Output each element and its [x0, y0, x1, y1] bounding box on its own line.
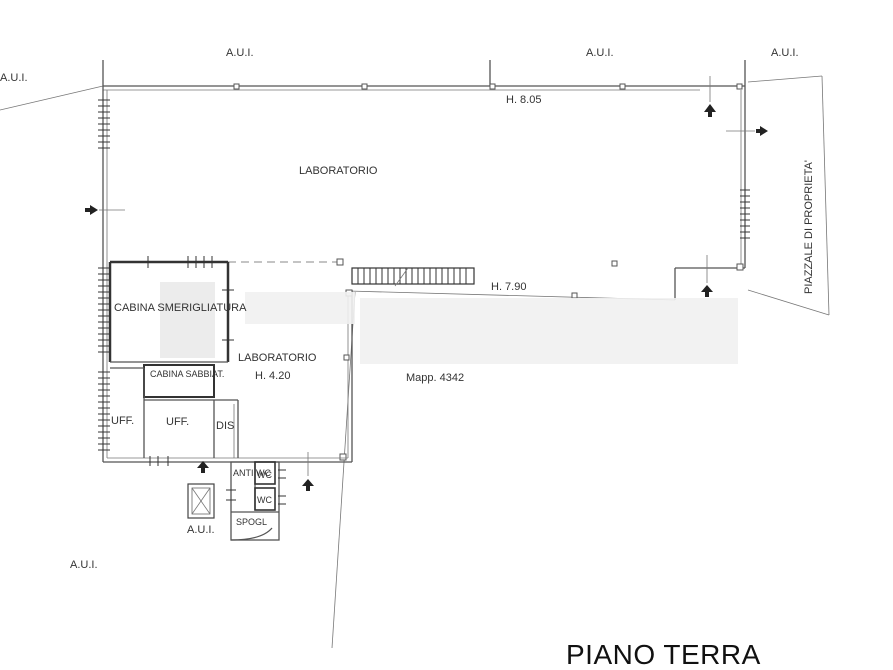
label-spogl: SPOGL	[236, 517, 267, 527]
label-height-mid: H. 7.90	[491, 281, 526, 293]
office-walls	[110, 367, 239, 466]
label-wc: WC	[257, 495, 272, 505]
label-cabina-sabbiat: CABINA SABBIAT.	[150, 369, 224, 379]
arrow-right-icon	[85, 205, 98, 215]
redacted-area	[160, 282, 215, 358]
column-small-lab-mid	[343, 354, 350, 361]
label-cabina-smerigliatura: CABINA SMERIGLIATURA	[114, 302, 247, 314]
label-dis: DIS	[216, 420, 234, 432]
window-hatch-right	[740, 189, 750, 239]
boundary-line-diagonal	[331, 291, 356, 649]
label-wc: WC	[257, 470, 272, 480]
redacted-area	[245, 292, 355, 324]
label-height-small: H. 4.20	[255, 370, 290, 382]
label-anti-wc: ANTI WC	[233, 468, 271, 478]
aui-box	[187, 483, 215, 519]
label-aui-box: A.U.I.	[187, 524, 215, 536]
columns-top	[233, 83, 744, 271]
service-block-walls	[226, 461, 286, 541]
plan-title: PIANO TERRA	[566, 639, 761, 670]
arrow-up-icon	[197, 461, 209, 473]
boundary-line-right-bottom	[747, 289, 830, 316]
window-hatch-left	[98, 99, 110, 451]
entry-arrows	[85, 76, 768, 491]
boundary-line-left	[0, 85, 104, 111]
cabina-smerigliatura-walls	[108, 256, 234, 363]
arrow-up-icon	[302, 479, 314, 491]
arrow-up-icon	[704, 104, 716, 117]
column-bottom	[571, 292, 578, 299]
label-piazzale: PIAZZALE DI PROPRIETA'	[803, 160, 815, 294]
label-laboratorio-main: LABORATORIO	[299, 165, 378, 177]
arrow-up-icon	[701, 285, 713, 297]
staircase	[351, 267, 475, 287]
label-aui: A.U.I.	[771, 47, 799, 59]
label-aui: A.U.I.	[0, 72, 28, 84]
label-height-main: H. 8.05	[506, 94, 541, 106]
boundary-line-right	[821, 75, 830, 316]
label-cabina-smerigliatura-text: CABINA SMERIGLIATURA	[114, 302, 247, 314]
label-aui: A.U.I.	[586, 47, 614, 59]
column-center	[611, 260, 618, 267]
label-uff: UFF.	[166, 416, 189, 428]
label-aui: A.U.I.	[226, 47, 254, 59]
column-partition	[336, 258, 344, 266]
redacted-area	[360, 298, 738, 364]
label-uff: UFF.	[111, 415, 134, 427]
label-mapp: Mapp. 4342	[406, 372, 464, 384]
boundary-line-top-right	[747, 75, 823, 83]
column-small-lab-bottom	[339, 453, 347, 461]
arrow-right-icon	[756, 126, 768, 136]
label-laboratorio-small: LABORATORIO	[238, 352, 317, 364]
label-aui: A.U.I.	[70, 559, 98, 571]
